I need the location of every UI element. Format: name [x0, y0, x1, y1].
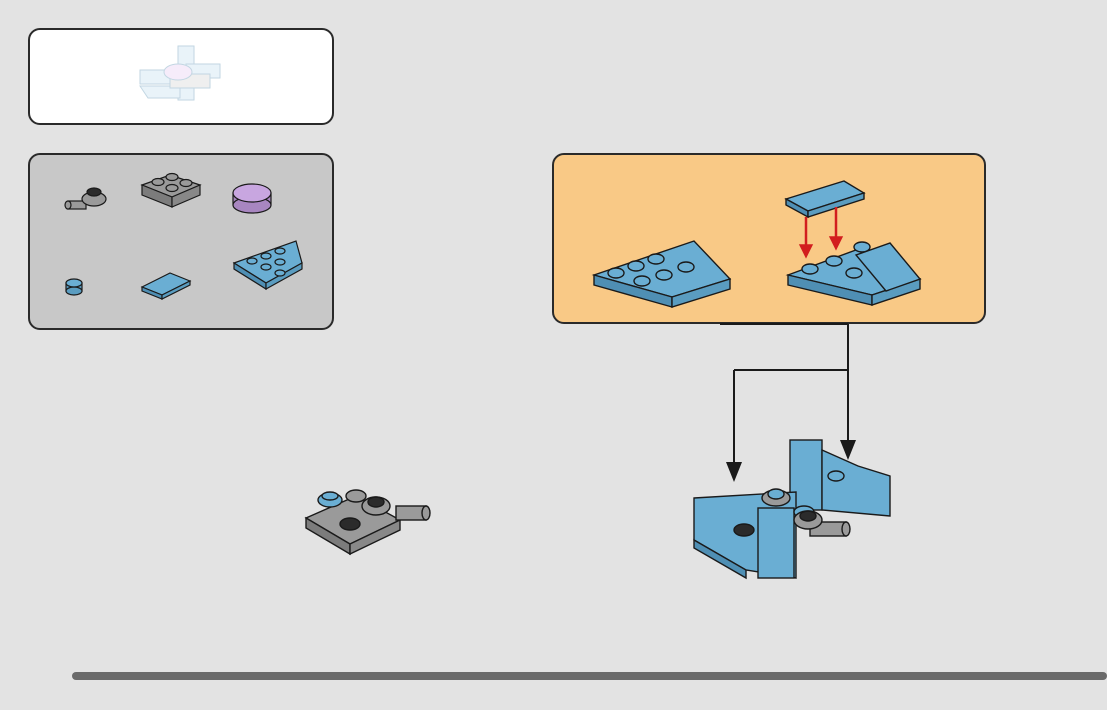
bottom-rule	[72, 672, 1107, 680]
